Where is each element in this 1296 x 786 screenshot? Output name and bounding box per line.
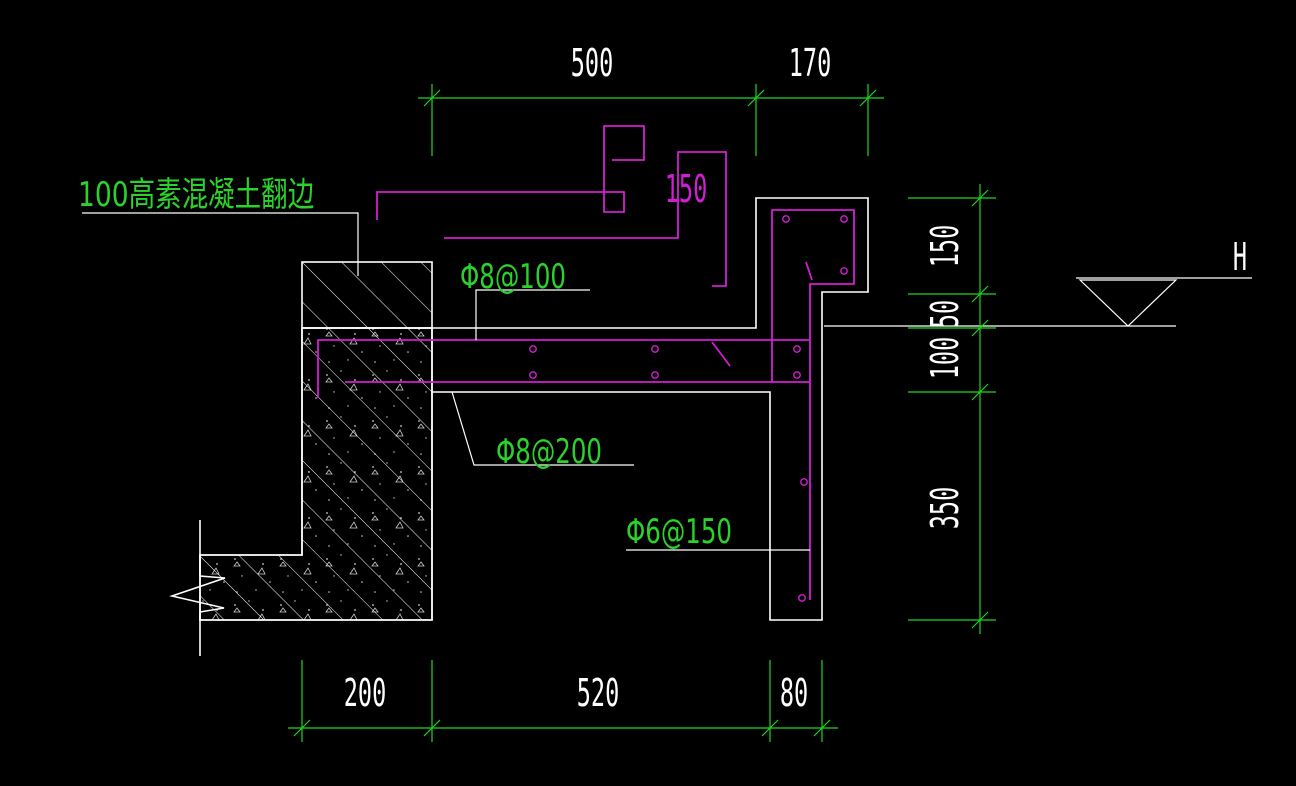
leader-rebar-top	[475, 289, 590, 340]
rebar-slash	[711, 341, 731, 367]
dim-hook-150: 150	[665, 168, 708, 211]
rebar-stirrup-hook	[805, 261, 813, 281]
bar-detail-shape	[376, 125, 645, 220]
dim-top-500: 500	[571, 42, 614, 85]
rebar-top-bar	[317, 339, 810, 398]
dim-right-50: 50	[924, 300, 967, 328]
leader-lines	[82, 212, 1252, 551]
break-line	[169, 520, 226, 656]
dim-right-100: 100	[924, 337, 967, 380]
water-level-triangle	[1078, 279, 1178, 327]
wall-hatch	[199, 327, 433, 621]
label-curb: 100高素混凝土翻边	[78, 176, 314, 215]
dim-right-150: 150	[924, 225, 967, 268]
leader-rebar-bottom	[451, 391, 634, 466]
label-water-level: H	[1233, 236, 1247, 279]
curb-block	[301, 261, 433, 329]
dim-bottom-520: 520	[577, 672, 620, 715]
dim-bottom-80: 80	[780, 672, 808, 715]
leader-curb	[82, 212, 359, 276]
rebar-gutter-stirrup	[771, 209, 855, 600]
dim-right-350: 350	[924, 487, 967, 530]
gutter-outline	[432, 197, 869, 621]
label-rebar-top: Φ8@100	[460, 257, 566, 296]
dimension-lines	[288, 84, 996, 742]
bar-detail-shape-2	[444, 151, 727, 287]
dim-bottom-200: 200	[344, 672, 387, 715]
label-rebar-bottom: Φ8@200	[496, 432, 602, 471]
rebar-dots	[529, 215, 848, 602]
structure-outline	[169, 197, 869, 656]
label-rebar-stirrup: Φ6@150	[626, 512, 732, 551]
rebar-group	[317, 125, 855, 602]
dim-top-170: 170	[789, 42, 832, 85]
